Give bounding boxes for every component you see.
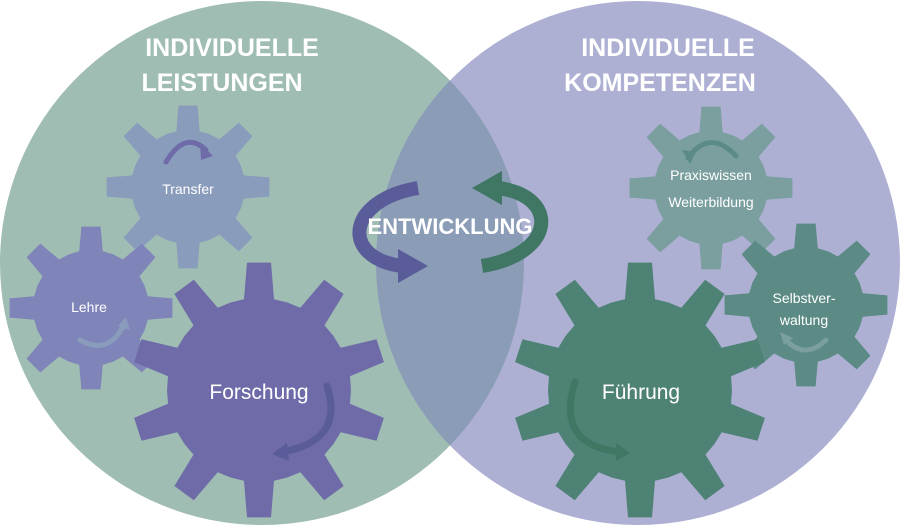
lehre-cycle-arrow-icon <box>77 322 127 348</box>
waltung-label: waltung <box>779 312 828 328</box>
lehre-label: Lehre <box>71 299 107 315</box>
forschung-cycle-arrow-icon <box>279 382 335 456</box>
fuehrung-cycle-arrow-icon <box>566 378 624 456</box>
praxiswissen-gear <box>629 106 793 270</box>
entwicklung-right-arrowhead-icon <box>472 171 502 205</box>
praxiswissen-arrow-head-icon <box>682 150 696 164</box>
fuehrung-label: Führung <box>602 381 680 404</box>
selbstver-label: Selbstver- <box>772 290 835 306</box>
right-heading-line1: INDIVIDUELLE <box>581 34 755 62</box>
transfer-arrow-head-icon <box>200 143 213 160</box>
selbstverwaltung-cycle-arrow-icon <box>783 337 829 353</box>
entwicklung-left-arrow-icon <box>352 181 420 273</box>
lehre-gear <box>9 226 173 390</box>
entwicklung-right-arrow-icon <box>480 181 549 273</box>
praxiswissen-label: Praxiswissen <box>670 167 752 183</box>
transfer-gear <box>106 105 270 269</box>
forschung-arrow-head-icon <box>272 443 289 461</box>
transfer-label: Transfer <box>162 181 214 197</box>
forschung-label: Forschung <box>209 381 308 404</box>
forschung-gear <box>134 262 384 518</box>
left-heading-line2: LEISTUNGEN <box>141 69 302 97</box>
left-heading-line1: INDIVIDUELLE <box>145 34 319 62</box>
selbstverwaltung-gear <box>724 223 888 387</box>
right-heading-line2: KOMPETENZEN <box>564 69 756 97</box>
lehre-arrow-head-icon <box>118 317 130 330</box>
entwicklung-left-arrowhead-icon <box>398 249 428 283</box>
fuehrung-arrow-head-icon <box>616 443 630 461</box>
selbstverwaltung-arrow-head-icon <box>780 332 793 345</box>
weiterbildung-label: Weiterbildung <box>668 194 753 210</box>
entwicklung-label: ENTWICKLUNG <box>368 214 533 239</box>
fuehrung-gear <box>515 262 765 518</box>
